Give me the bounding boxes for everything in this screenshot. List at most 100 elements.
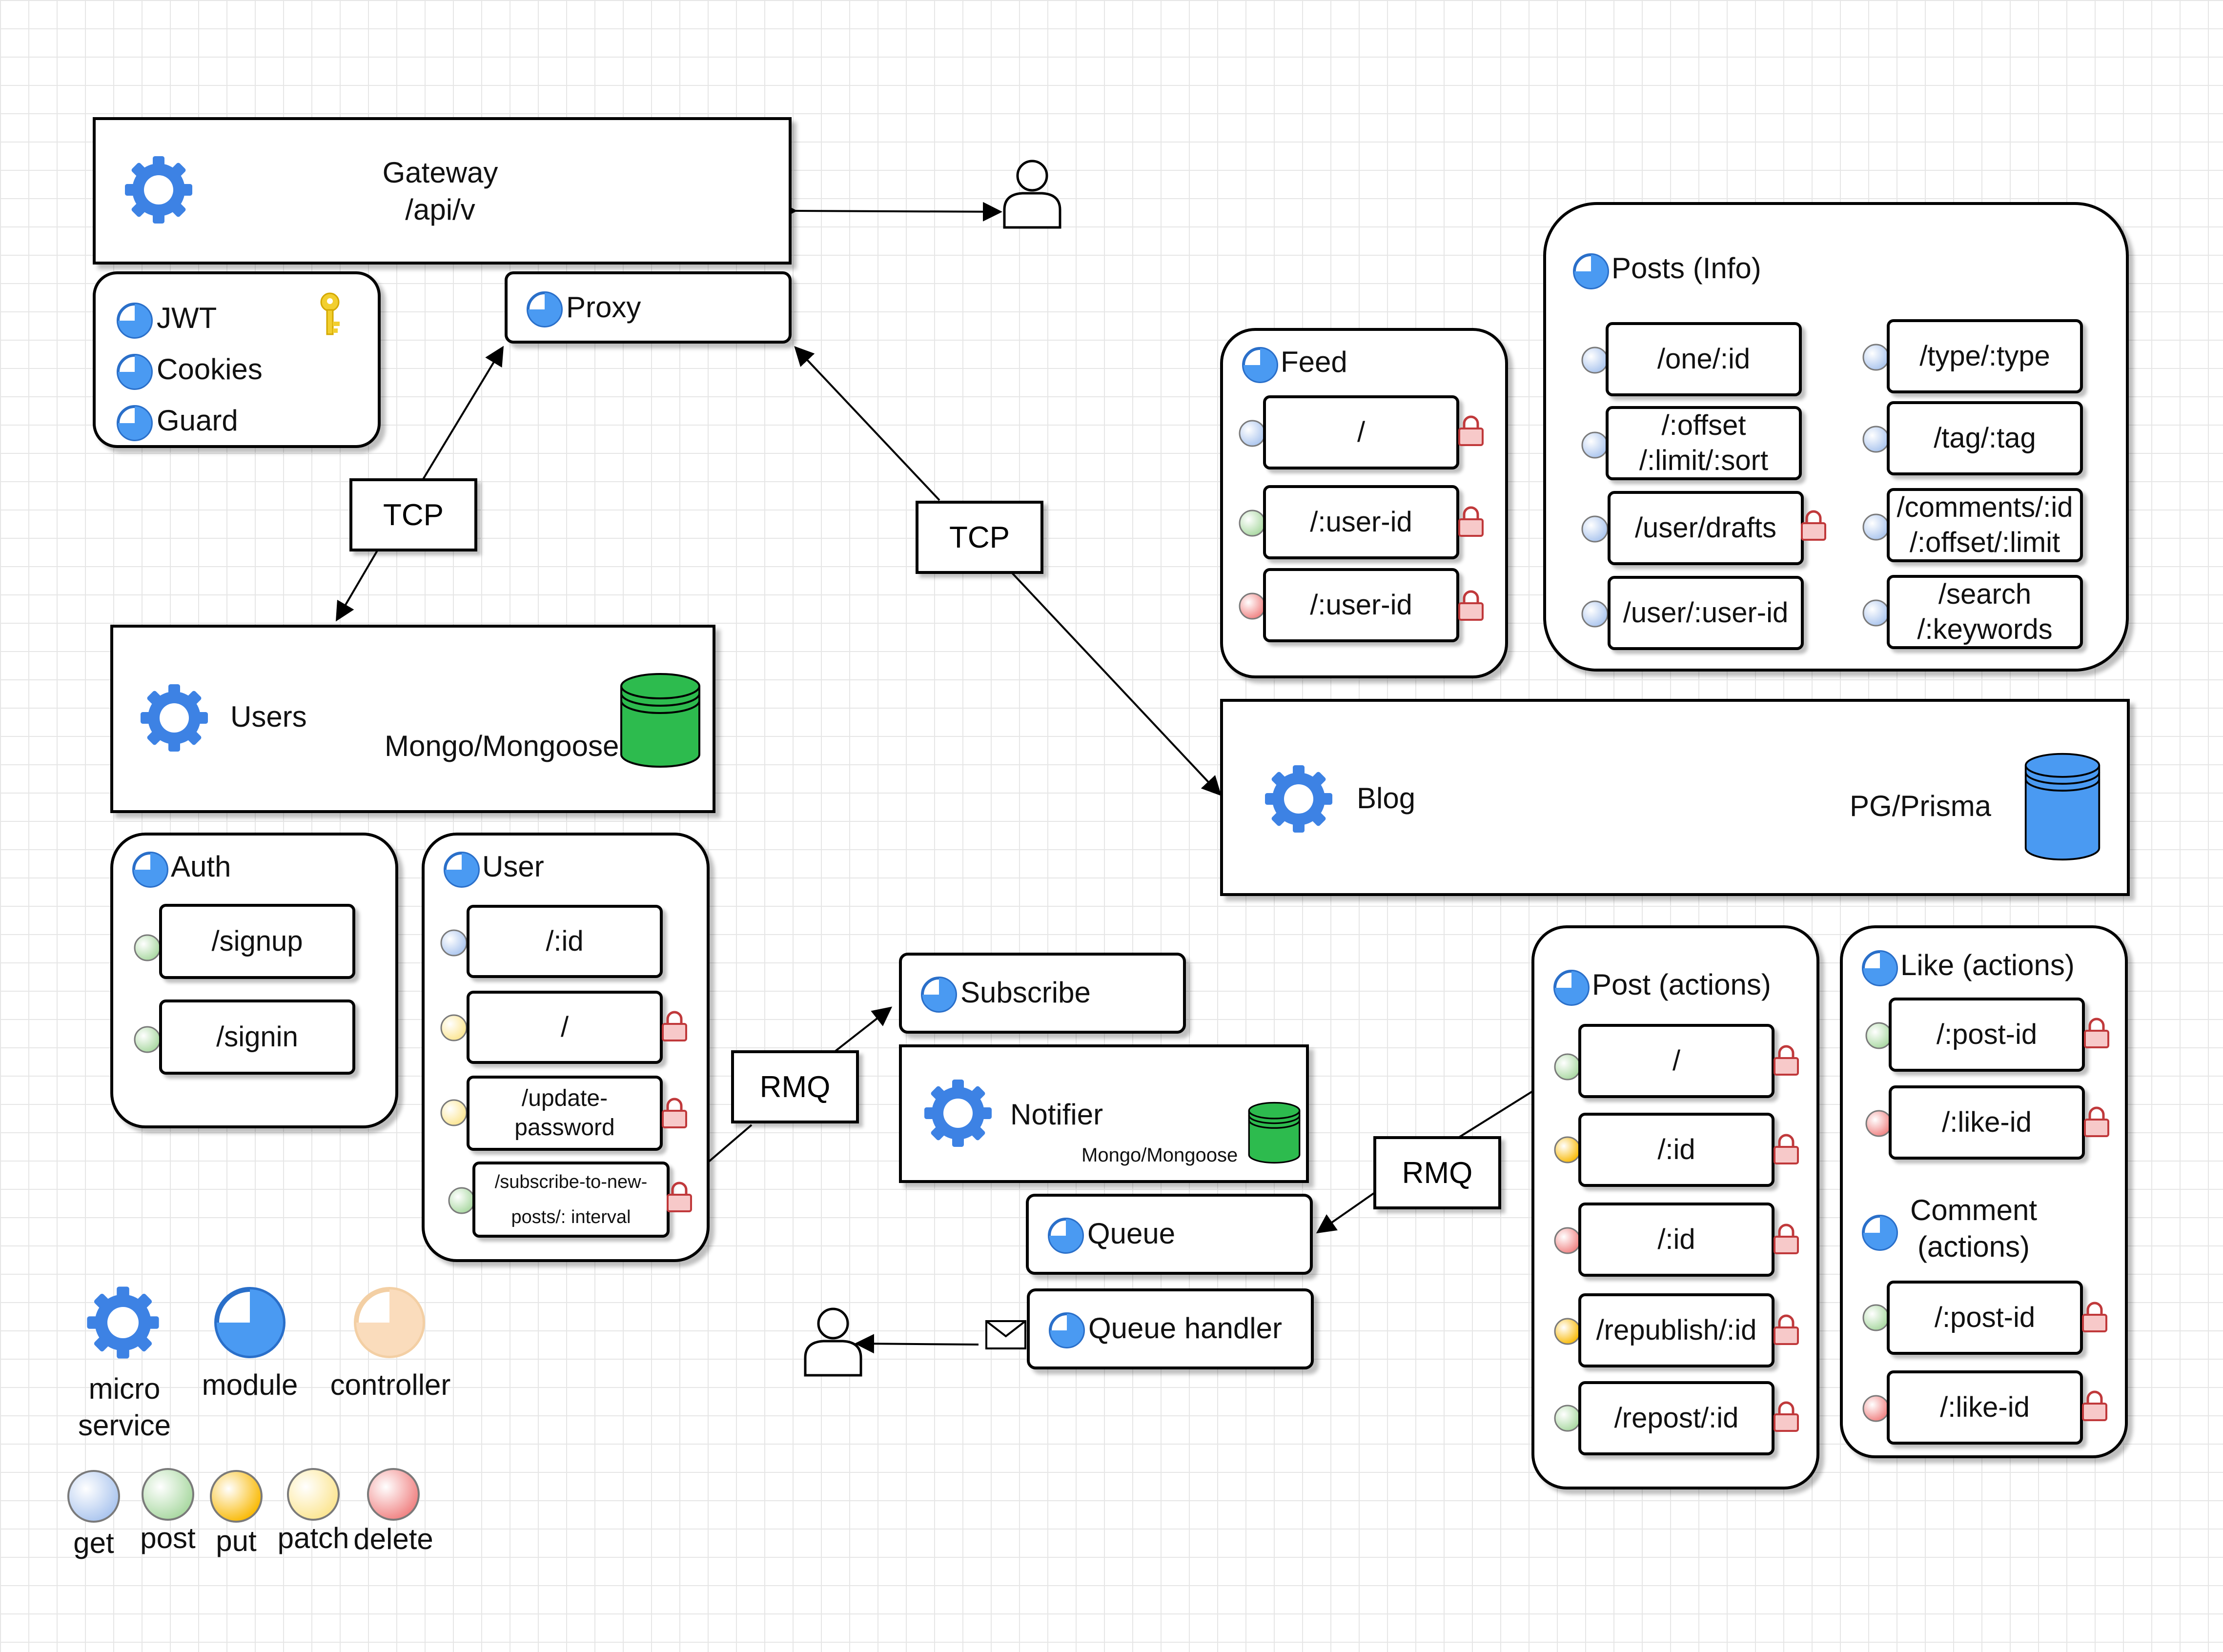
legend-delete: delete — [353, 1523, 433, 1555]
user-icon — [1003, 160, 1061, 229]
posts-info-title: Posts (Info) — [1611, 252, 1761, 285]
get-method-icon — [440, 929, 468, 957]
post-method-icon — [142, 1468, 194, 1521]
lock-icon — [1458, 590, 1484, 621]
get-method-icon — [1862, 599, 1890, 627]
posts-search-route[interactable]: /search /:keywords — [1887, 575, 2083, 649]
like-post-id-route[interactable]: /:post-id — [1889, 998, 2085, 1072]
post-method-icon — [134, 934, 161, 961]
cookies-label: Cookies — [157, 353, 263, 386]
notifier-service[interactable]: Notifier Mongo/Mongoose — [899, 1044, 1309, 1183]
signin-route[interactable]: /signin — [159, 999, 355, 1075]
guard-label: Guard — [157, 404, 238, 437]
tcp-label-right: TCP — [916, 501, 1043, 574]
database-icon — [2024, 753, 2101, 861]
post-repost-route[interactable]: /repost/:id — [1578, 1381, 1774, 1455]
comment-post-id-route[interactable]: /:post-id — [1887, 1281, 2083, 1355]
lock-icon — [1774, 1045, 1799, 1076]
tcp-blog-arrow — [1009, 570, 1222, 796]
module-icon — [214, 1287, 286, 1358]
database-icon — [1248, 1101, 1301, 1164]
legend-micro-service: micro service — [78, 1372, 171, 1442]
module-icon — [117, 354, 153, 390]
module-icon — [444, 852, 480, 888]
posts-offset-route[interactable]: /:offset /:limit/:sort — [1606, 406, 1802, 480]
feed-user-id-delete-route[interactable]: /:user-id — [1263, 568, 1459, 642]
tcp-label-left: TCP — [349, 478, 477, 551]
lock-icon — [662, 1098, 687, 1128]
gateway-user-arrow — [777, 201, 1002, 222]
post-method-icon — [1554, 1405, 1581, 1432]
post-update-route[interactable]: /:id — [1578, 1113, 1774, 1187]
subscribe-route[interactable]: /subscribe-to-new- posts/: interval — [472, 1162, 670, 1238]
posts-comments-route[interactable]: /comments/:id /:offset/:limit — [1887, 488, 2083, 562]
queue-label: Queue — [1087, 1217, 1176, 1250]
module-icon — [132, 852, 168, 888]
legend-patch: patch — [277, 1522, 349, 1554]
patch-method-icon — [440, 1014, 468, 1041]
post-method-icon — [134, 1026, 161, 1053]
get-method-icon — [1862, 426, 1890, 453]
lock-icon — [667, 1182, 692, 1212]
comment-like-id-route[interactable]: /:like-id — [1887, 1370, 2083, 1445]
get-method-icon — [1581, 515, 1609, 543]
lock-icon — [1774, 1224, 1799, 1254]
posts-type-route[interactable]: /type/:type — [1887, 319, 2083, 393]
auth-module: Auth — [110, 833, 398, 1128]
queue-module[interactable]: Queue — [1026, 1194, 1313, 1275]
post-method-icon — [448, 1187, 475, 1214]
get-method-icon — [1581, 347, 1609, 374]
signup-route[interactable]: /signup — [159, 904, 355, 979]
blog-service[interactable]: Blog PG/Prisma — [1220, 699, 2130, 896]
lock-icon — [2082, 1302, 2107, 1332]
user-update-route[interactable]: / — [467, 991, 663, 1064]
tcp-proxy-arrow-up — [421, 346, 504, 482]
subscribe-module[interactable]: Subscribe — [899, 953, 1186, 1034]
posts-user-drafts-route[interactable]: /user/drafts — [1608, 491, 1804, 565]
module-icon — [921, 977, 957, 1013]
user-icon — [804, 1307, 862, 1377]
notifier-db-label: Mongo/Mongoose — [1081, 1144, 1238, 1166]
patch-method-icon — [440, 1099, 468, 1126]
feed-root-route[interactable]: / — [1263, 395, 1459, 469]
legend-get: get — [73, 1527, 114, 1559]
posts-user-user-id-route[interactable]: /user/:user-id — [1608, 576, 1804, 650]
user-id-route[interactable]: /:id — [467, 905, 663, 978]
put-method-icon — [1554, 1136, 1581, 1163]
legend-put: put — [216, 1525, 257, 1557]
key-icon — [320, 292, 340, 335]
proxy-module[interactable]: Proxy — [505, 271, 792, 344]
lock-icon — [2082, 1390, 2107, 1421]
queue-handler-label: Queue handler — [1088, 1312, 1282, 1345]
put-method-icon — [210, 1470, 263, 1523]
get-method-icon — [1862, 513, 1890, 541]
mail-icon — [985, 1320, 1026, 1349]
post-create-route[interactable]: / — [1578, 1024, 1774, 1098]
tcp-proxy-arrow-right — [794, 346, 940, 501]
database-icon — [620, 673, 700, 768]
get-method-icon — [1581, 600, 1609, 628]
users-db-label: Mongo/Mongoose — [385, 730, 619, 762]
like-like-id-route[interactable]: /:like-id — [1889, 1085, 2085, 1160]
module-icon — [1573, 253, 1609, 289]
gateway-title: Gateway — [382, 156, 498, 189]
auth-helpers-module: JWT Cookies Guard — [93, 271, 381, 448]
users-title: Users — [230, 700, 307, 733]
rmq-queue-arrow — [1316, 1192, 1375, 1234]
tcp-users-arrow-down — [335, 548, 379, 622]
update-password-route[interactable]: /update- password — [467, 1076, 663, 1151]
blog-db-label: PG/Prisma — [1850, 790, 1992, 822]
gateway-box[interactable]: Gateway /api/v — [93, 117, 792, 265]
delete-method-icon — [367, 1468, 420, 1521]
queue-handler-module[interactable]: Queue handler — [1027, 1288, 1314, 1369]
post-republish-route[interactable]: /republish/:id — [1578, 1293, 1774, 1367]
gear-icon — [141, 684, 208, 752]
posts-tag-route[interactable]: /tag/:tag — [1887, 401, 2083, 475]
feed-user-id-post-route[interactable]: /:user-id — [1263, 485, 1459, 559]
post-delete-route[interactable]: /:id — [1578, 1203, 1774, 1277]
users-service[interactable]: Users Mongo/Mongoose — [110, 625, 715, 813]
posts-one-id-route[interactable]: /one/:id — [1606, 322, 1802, 396]
delete-method-icon — [1862, 1395, 1890, 1422]
